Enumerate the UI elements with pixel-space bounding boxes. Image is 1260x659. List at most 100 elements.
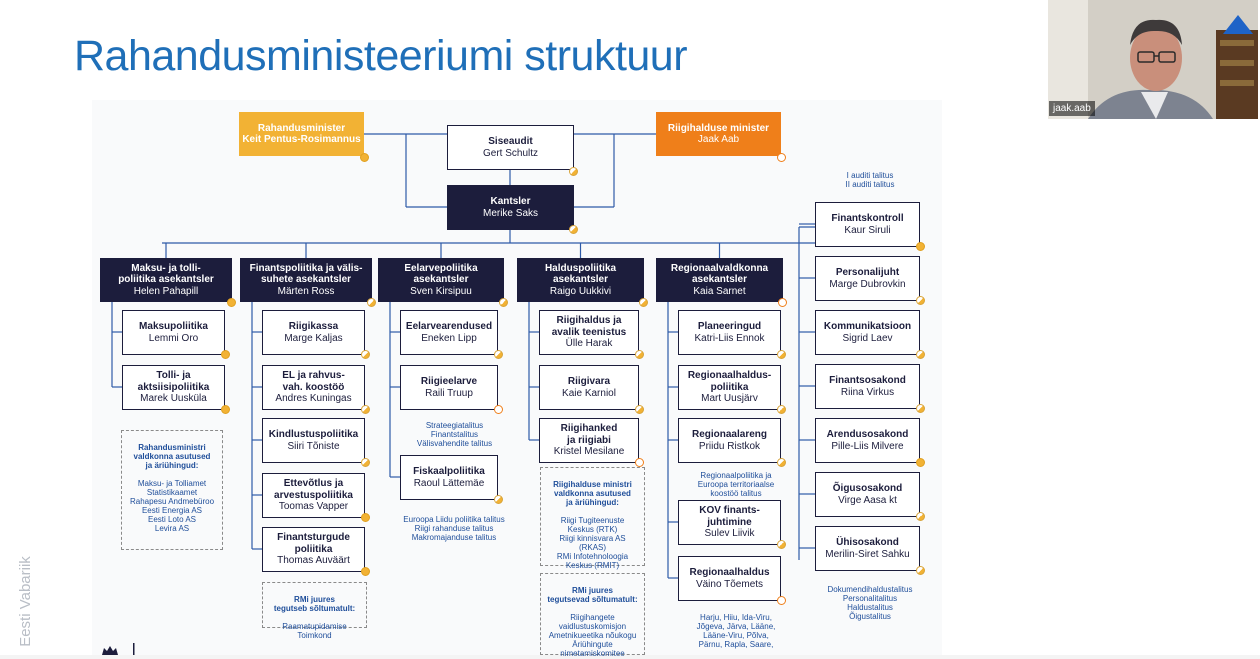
slide-title: Rahandusministeeriumi struktuur	[74, 32, 688, 80]
admin-minister-status-icon	[777, 153, 786, 162]
dept-4-3-status-icon	[777, 540, 786, 549]
dept-3-2-status-icon	[635, 458, 644, 467]
dept-3-2-title: Riigihanked ja riigiabi	[560, 423, 618, 446]
common-units-note: Dokumendihaldustalitus Personalitalitus …	[827, 585, 913, 621]
dept-5-3-person: Riina Virkus	[840, 386, 895, 398]
chancellor-title: Kantsler	[490, 196, 531, 207]
audit-units-note: I auditi talitus II auditi talitus	[845, 171, 895, 189]
finance-committee-list: Raamatupidamise Toimkond	[282, 621, 347, 640]
dept-3-1-title: Riigivara	[567, 376, 611, 387]
column-head-2-person: Sven Kirsipuu	[410, 285, 472, 297]
video-tile[interactable]	[1048, 0, 1258, 119]
dept-5-5-person: Virge Aasa kt	[838, 494, 897, 506]
dept-4-3-person: Sulev Liivik	[704, 528, 755, 540]
dept-1-2-status-icon	[361, 458, 370, 467]
dept-5-0-title: Finantskontroll	[831, 213, 904, 224]
admin-minister-name: Jaak Aab	[697, 134, 740, 145]
dept-5-2-status-icon	[916, 350, 925, 359]
dept-4-0-status-icon	[777, 350, 786, 359]
procurement-committee-list: Riigihangete vaidlustuskomisjon Ametniku…	[548, 612, 637, 658]
side-text: Eesti Vabariik	[16, 556, 34, 647]
procurement-committee-head: RMi juures tegutsevad sõltumatult:	[547, 585, 638, 604]
column-head-4-title: Regionaalvaldkonna asekantsler	[670, 262, 769, 286]
minister-name: Keit Pentus-Rosimannus	[242, 134, 361, 145]
dept-4-0-title: Planeeringud	[697, 321, 762, 332]
dept-2-2-person: Raoul Lättemäe	[413, 477, 485, 489]
column-head-2-status-icon	[499, 298, 508, 307]
dept-4-4-person: Väino Tõemets	[695, 578, 764, 590]
column-head-0-status-icon	[227, 298, 236, 307]
dept-1-0-person: Marge Kaljas	[284, 332, 343, 344]
dept-1-1-title: EL ja rahvus- vah. koostöö	[282, 370, 345, 393]
dept-1-3-status-icon	[361, 513, 370, 522]
dept-5-0-status-icon	[916, 242, 925, 251]
dept-3-1-status-icon	[635, 405, 644, 414]
dept-2-1-person: Raili Truup	[425, 387, 473, 399]
admin-agencies-box: Riigihalduse ministri valdkonna asutused…	[540, 467, 645, 569]
dept-4-3-title: KOV finants- juhtimine	[699, 505, 760, 528]
dept-5-1-person: Marge Dubrovkin	[829, 278, 906, 290]
dept-0-1-person: Marek Uusküla	[140, 393, 207, 405]
ministry-agencies-list: Maksu- ja Tolliamet Statistikaamet Rahap…	[129, 478, 215, 533]
dept-1-1-status-icon	[361, 405, 370, 414]
audit-title: Siseaudit	[488, 136, 533, 147]
dept-5-2-title: Kommunikatsioon	[823, 321, 912, 332]
admin-agencies-head: Riigihalduse ministri valdkonna asutused…	[553, 479, 632, 507]
audit-box: Siseaudit Gert Schultz	[447, 125, 574, 170]
dept-2-0-title: Eelarvearendused	[405, 321, 493, 332]
dept-1-2-person: Siiri Tõniste	[287, 440, 340, 452]
dept-4-1-status-icon	[777, 405, 786, 414]
dept-5-5-status-icon	[916, 512, 925, 521]
dept-1-0-title: Riigikassa	[288, 321, 339, 332]
minister-title: Rahandusminister	[257, 122, 346, 134]
dept-0-0-status-icon	[221, 350, 230, 359]
dept-1-4-status-icon	[361, 567, 370, 576]
dept-3-0-title: Riigihaldus ja avalik teenistus	[551, 315, 627, 338]
dept-2-1-title: Riigieelarve	[420, 376, 478, 387]
dept-5-5-title: Õigusosakond	[832, 483, 903, 494]
dept-5-4-title: Arendusosakond	[826, 429, 909, 440]
dept-5-4-person: Pille-Liis Milvere	[831, 440, 904, 452]
dept-4-4-status-icon	[777, 596, 786, 605]
dept-2-0-status-icon	[494, 350, 503, 359]
dept-0-0-person: Lemmi Oro	[148, 332, 199, 344]
dept-4-1-person: Mart Uusjärv	[701, 393, 758, 405]
minister-status-icon	[360, 153, 369, 162]
crest-logo-icon	[102, 643, 135, 655]
dept-1-3-person: Toomas Vapper	[278, 501, 349, 513]
dept-1-4-person: Thomas Auväärt	[277, 555, 350, 567]
dept-3-1-person: Kaie Karniol	[562, 387, 616, 399]
dept-2-2-title: Fiskaalpoliitika	[413, 466, 485, 477]
dept-1-0-status-icon	[361, 350, 370, 359]
regions-note: Harju, Hiiu, Ida-Viru, Jõgeva, Järva, Lä…	[696, 613, 776, 649]
finance-committee-head: RMi juures tegutseb sõltumatult:	[273, 594, 356, 613]
dept-0-1-title: Tolli- ja aktsiisipoliitika	[137, 370, 210, 393]
dept-3-0-status-icon	[635, 350, 644, 359]
finance-committee-box: RMi juures tegutseb sõltumatult: Raamatu…	[262, 582, 367, 640]
chancellor-box: Kantsler Merike Saks	[447, 185, 574, 230]
column-head-4-person: Kaia Sarnet	[693, 285, 746, 297]
column-head-1-title: Finantspoliitika ja välis- suhete asekan…	[249, 262, 363, 286]
dept-5-4-status-icon	[916, 458, 925, 467]
dept-0-0-title: Maksupoliitika	[139, 321, 208, 332]
participant-video	[1048, 0, 1258, 119]
